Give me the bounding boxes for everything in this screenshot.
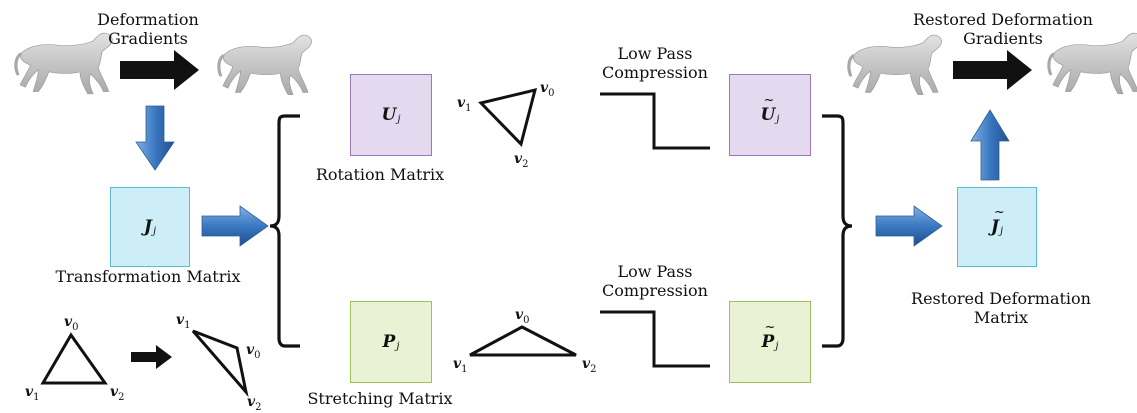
transformation-matrix-label: Transformation Matrix	[55, 267, 241, 286]
u-subscript: j	[397, 113, 401, 125]
u-tilde-symbol: U	[761, 93, 776, 125]
restored-deformation-gradients-label: Restored Deformation Gradients	[913, 10, 1093, 48]
vertex-label-v1-deformed: v1	[176, 312, 191, 331]
u-tilde-subscript: j	[776, 113, 780, 125]
j-tilde-symbol: J	[991, 205, 1005, 237]
low-pass-filter-top	[600, 92, 710, 150]
p-subscript: j	[396, 340, 400, 352]
j-tilde-subscript: j	[999, 225, 1004, 237]
blue-arrow-down	[135, 105, 175, 171]
j-symbol: J	[143, 217, 152, 237]
horse-deformed-image	[217, 33, 314, 97]
vertex-label-v2-original: v2	[110, 384, 125, 403]
black-arrow-left-top	[120, 50, 199, 90]
left-brace	[269, 114, 300, 348]
low-pass-compression-top-label: Low Pass Compression	[602, 44, 708, 82]
triangle-stretched	[469, 325, 577, 357]
vertex-label-v0-stretched: v0	[515, 307, 530, 326]
triangle-rotated	[478, 87, 538, 147]
vertex-label-v0-rotated: v0	[540, 80, 555, 99]
vertex-label-v1-original: v1	[25, 384, 40, 403]
rotation-matrix-label: Rotation Matrix	[315, 165, 445, 184]
low-pass-filter-bottom	[600, 310, 710, 368]
vertex-label-v1-rotated: v1	[457, 95, 472, 114]
deformation-gradients-label: Deformation Gradients	[97, 10, 199, 48]
right-brace	[822, 114, 853, 348]
blue-arrow-up	[970, 109, 1010, 181]
black-arrow-right-top	[953, 50, 1032, 90]
triangle-deformed	[191, 329, 249, 398]
vertex-label-v2-deformed: v2	[247, 394, 262, 413]
restored-stretching-matrix-box: Pj	[729, 301, 811, 383]
blue-arrow-right-right	[875, 205, 943, 247]
p-tilde-subscript: j	[775, 340, 779, 352]
black-arrow-small	[131, 345, 172, 369]
blue-arrow-right-left	[201, 205, 269, 247]
vertex-label-v2-stretched: v2	[582, 356, 597, 375]
triangle-original	[40, 332, 108, 385]
vertex-label-v0-deformed: v0	[246, 342, 261, 361]
u-symbol: U	[381, 105, 397, 125]
p-symbol: P	[382, 332, 396, 352]
stretching-matrix-label: Stretching Matrix	[307, 389, 453, 408]
restored-rotation-matrix-box: Uj	[729, 74, 811, 156]
vertex-label-v1-stretched: v1	[453, 356, 468, 375]
restored-deformation-matrix-label: Restored Deformation Matrix	[911, 289, 1091, 327]
p-tilde-symbol: P	[762, 320, 776, 352]
low-pass-compression-bottom-label: Low Pass Compression	[602, 262, 708, 300]
j-subscript: j	[152, 225, 157, 237]
vertex-label-v0-original: v0	[64, 314, 79, 333]
restored-transformation-matrix-box: Jj	[957, 187, 1037, 267]
vertex-label-v2-rotated: v2	[514, 151, 529, 170]
